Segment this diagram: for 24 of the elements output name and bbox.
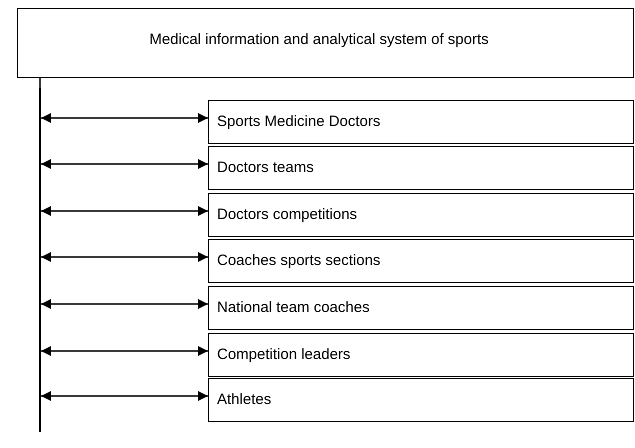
double-arrow: [41, 299, 208, 309]
system-box: [17, 8, 634, 78]
participant-label: Competition leaders: [217, 346, 350, 363]
participant-box: [208, 239, 634, 283]
participant-box: [208, 100, 634, 144]
participant-box: [208, 146, 634, 190]
participant-label: National team coaches: [217, 299, 370, 316]
system-title: Medical information and analytical system of sports: [148, 31, 490, 48]
participant-box: [208, 193, 634, 237]
participant-label: Sports Medicine Doctors: [217, 113, 380, 130]
double-arrow: [41, 346, 208, 356]
participant-label: Doctors teams: [217, 159, 314, 176]
participant-label: Athletes: [217, 391, 272, 408]
participant-label: Doctors competitions: [217, 206, 358, 223]
participant-box: [208, 378, 634, 422]
double-arrow: [41, 113, 208, 123]
participant-box: [208, 333, 634, 377]
connector-line: [39, 78, 41, 88]
participant-box: [208, 286, 634, 330]
double-arrow: [41, 391, 208, 401]
double-arrow: [41, 252, 208, 262]
double-arrow: [41, 159, 208, 169]
double-arrow: [41, 206, 208, 216]
participant-label: Coaches sports sections: [217, 252, 380, 269]
